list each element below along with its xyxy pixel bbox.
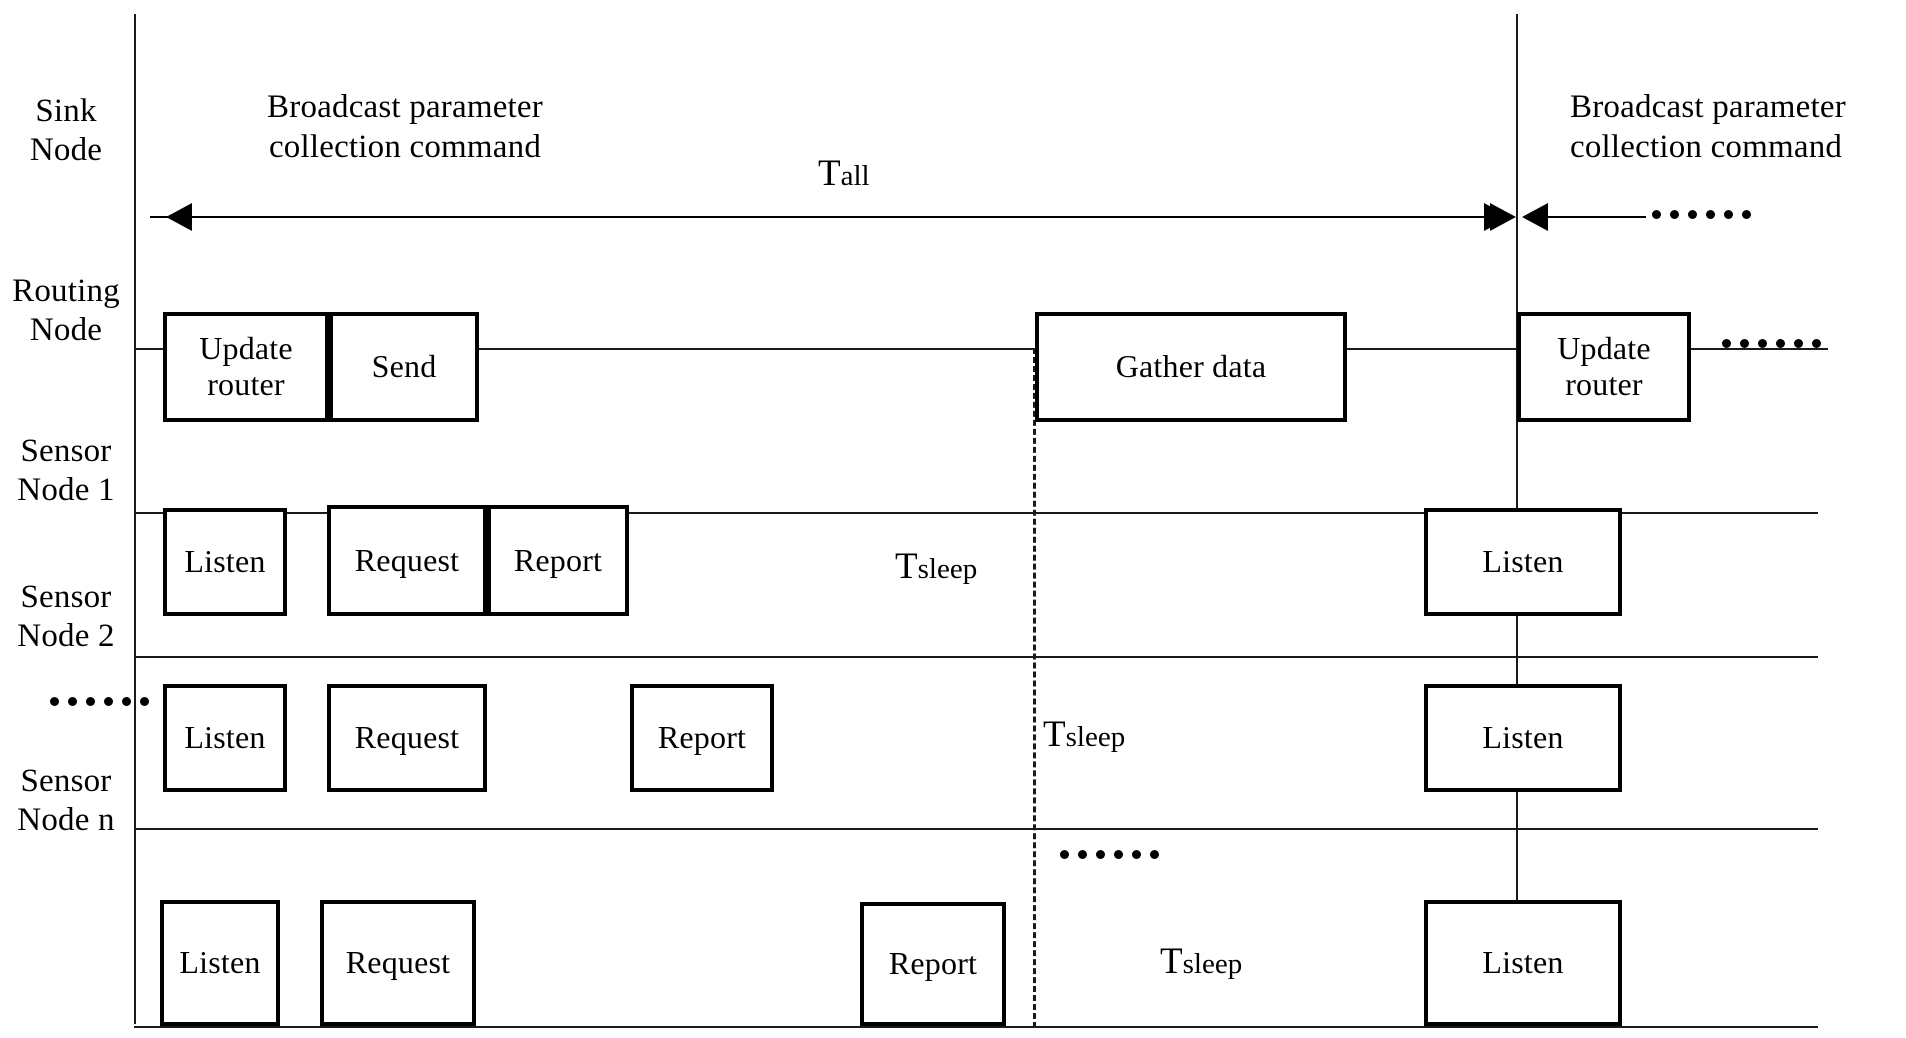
sensor2-baseline-right <box>1504 656 1818 658</box>
sensor2-box-listen[interactable]: Listen <box>163 684 287 792</box>
row-label-sink: Sink Node <box>29 93 103 168</box>
sensorn-box-listen-next[interactable]: Listen <box>1424 900 1622 1026</box>
t-all-arrow-line <box>150 216 1510 218</box>
sink-right-ellipsis-icon <box>1652 210 1751 219</box>
t-all-base: T <box>818 153 841 194</box>
bottom-baseline <box>134 1026 1504 1028</box>
sleep-period-divider <box>1033 348 1036 1028</box>
sensorn-tsleep-label: Tsleep <box>1160 940 1242 983</box>
sensor1-box-report[interactable]: Report <box>487 505 629 616</box>
sensor2-baseline <box>134 656 1504 658</box>
sensorn-box-report[interactable]: Report <box>860 902 1006 1026</box>
row-label-sensor-2: Sensor Node 2 <box>17 579 115 654</box>
sensor1-box-request[interactable]: Request <box>327 505 487 616</box>
broadcast-command-label-left: Broadcast parameter collection command <box>267 89 543 165</box>
next-cycle-arrow-head-left <box>1522 203 1548 231</box>
routing-box-update-router-next[interactable]: Update router <box>1517 312 1691 422</box>
t-all-arrow-head-left <box>166 203 192 231</box>
sensorn-box-listen[interactable]: Listen <box>160 900 280 1026</box>
sensor1-box-listen[interactable]: Listen <box>163 508 287 616</box>
t-all-subscript: all <box>840 160 870 192</box>
next-cycle-arrow-line <box>1546 216 1646 218</box>
sensor2-tsleep-label: Tsleep <box>1043 713 1125 756</box>
broadcast-command-label-right: Broadcast parameter collection command <box>1570 89 1846 165</box>
sensor2-box-request[interactable]: Request <box>327 684 487 792</box>
sensor2-tsleep-base: T <box>1043 714 1066 755</box>
sensorn-tsleep-base: T <box>1160 941 1183 982</box>
sensor1-tsleep-subscript: sleep <box>917 553 978 585</box>
routing-box-gather-data[interactable]: Gather data <box>1035 312 1347 422</box>
row-label-sensor-n: Sensor Node n <box>17 763 115 838</box>
sensorn-baseline-right <box>1504 828 1818 830</box>
routing-right-ellipsis-icon <box>1722 339 1821 348</box>
next-cycle-arrow-head-right <box>1490 203 1516 231</box>
left-time-axis <box>134 14 136 1024</box>
row-label-ellipsis-icon <box>50 697 149 706</box>
sensor1-baseline-right <box>1504 512 1818 514</box>
routing-box-send[interactable]: Send <box>329 312 479 422</box>
row-label-sensor-1: Sensor Node 1 <box>17 433 115 508</box>
t-all-label: Tall <box>818 152 870 195</box>
sensor1-tsleep-label: Tsleep <box>895 545 977 588</box>
sensor2-tsleep-subscript: sleep <box>1065 721 1126 753</box>
sensorn-baseline <box>134 828 1504 830</box>
row-label-routing: Routing Node <box>12 273 120 348</box>
sensorn-tsleep-subscript: sleep <box>1182 948 1243 980</box>
sensor1-box-listen-next[interactable]: Listen <box>1424 508 1622 616</box>
sensor1-tsleep-base: T <box>895 546 918 587</box>
sensor1-baseline <box>134 512 1504 514</box>
sensorn-box-request[interactable]: Request <box>320 900 476 1026</box>
routing-box-update-router[interactable]: Update router <box>163 312 329 422</box>
bottom-baseline-right <box>1504 1026 1818 1028</box>
sensor2-box-report[interactable]: Report <box>630 684 774 792</box>
sensor2-box-listen-next[interactable]: Listen <box>1424 684 1622 792</box>
sleep-middle-ellipsis-icon <box>1060 850 1159 859</box>
routing-baseline <box>134 348 1504 350</box>
